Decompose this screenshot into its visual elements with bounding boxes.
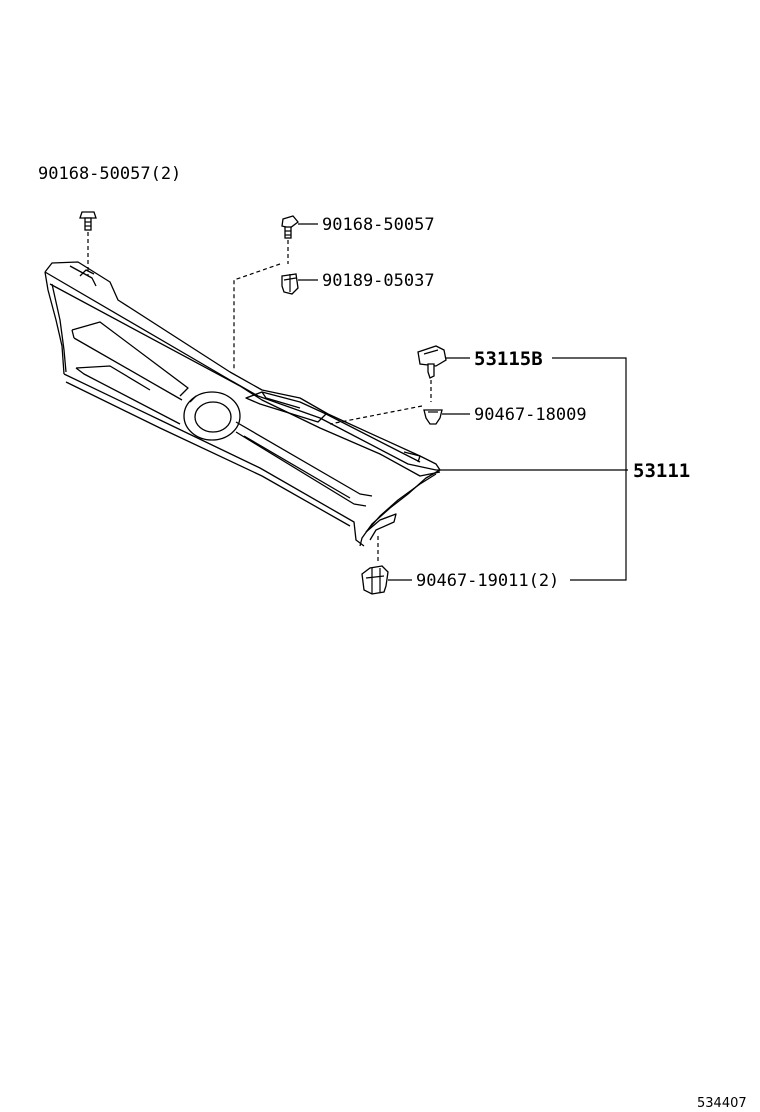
callout-grille[interactable]: 53111 — [633, 460, 690, 482]
figure-number: 534407 — [697, 1096, 747, 1111]
clip-bottom-part[interactable] — [361, 565, 389, 595]
callout-clip-bottom[interactable]: 90467-19011(2) — [416, 571, 559, 591]
bolt-left-part[interactable] — [79, 211, 97, 231]
leader-group-bracket — [552, 357, 627, 581]
callout-nut-top[interactable]: 90189-05037 — [322, 271, 435, 291]
callout-clip-mid[interactable]: 90467-18009 — [474, 405, 587, 425]
bolt-top-part[interactable] — [281, 215, 299, 239]
leader-nut-to-grille — [233, 263, 281, 370]
radiator-grille[interactable] — [44, 261, 441, 547]
leader-clip-to-grille — [329, 405, 423, 425]
nut-top-part[interactable] — [281, 273, 299, 295]
callout-bolt-left[interactable]: 90168-50057(2) — [38, 164, 181, 184]
callout-bracket[interactable]: 53115B — [474, 348, 543, 370]
callout-bolt-top[interactable]: 90168-50057 — [322, 215, 435, 235]
clip-mid-part[interactable] — [423, 409, 443, 425]
bracket-part[interactable] — [417, 345, 447, 379]
